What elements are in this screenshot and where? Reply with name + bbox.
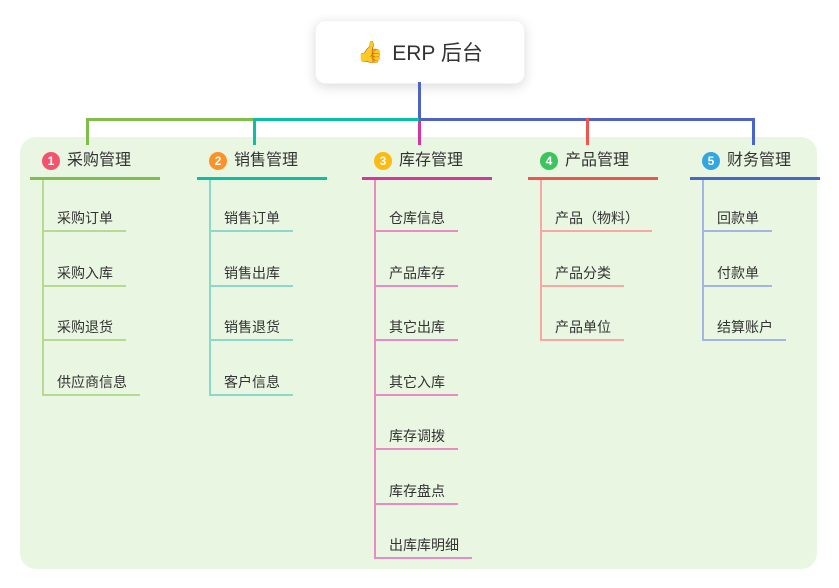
branch-header-finance[interactable]: 5 财务管理 — [690, 151, 820, 180]
node-settlement-account[interactable]: 结算账户 — [702, 317, 786, 341]
children-connector-line — [209, 180, 211, 396]
root-title: ERP 后台 — [392, 42, 483, 65]
node-other-inbound[interactable]: 其它入库 — [374, 372, 458, 396]
node-product-category[interactable]: 产品分类 — [540, 263, 624, 287]
node-product-stock[interactable]: 产品库存 — [374, 263, 458, 287]
drop-line-finance — [752, 118, 755, 145]
branch-header-inventory[interactable]: 3 库存管理 — [362, 151, 492, 180]
node-sales-return[interactable]: 销售退货 — [209, 317, 293, 341]
drop-line-purchase — [86, 118, 89, 145]
branch-label: 销售管理 — [234, 152, 299, 169]
branch-number-badge: 1 — [42, 152, 60, 170]
node-payment-bill[interactable]: 付款单 — [702, 263, 772, 287]
node-sales-outbound[interactable]: 销售出库 — [209, 263, 293, 287]
node-other-outbound[interactable]: 其它出库 — [374, 317, 458, 341]
node-purchase-order[interactable]: 采购订单 — [42, 208, 126, 232]
mindmap-background-panel — [20, 137, 817, 569]
node-purchase-return[interactable]: 采购退货 — [42, 317, 126, 341]
branch-label: 库存管理 — [399, 152, 464, 169]
thumbs-up-icon: 👍 — [357, 40, 384, 64]
branch-label: 采购管理 — [67, 152, 132, 169]
branch-number-badge: 3 — [374, 152, 392, 170]
drop-line-product — [586, 118, 589, 145]
root-connector-line — [418, 82, 421, 121]
branch-number-badge: 4 — [540, 152, 558, 170]
branch-label: 产品管理 — [565, 152, 630, 169]
root-node[interactable]: 👍 ERP 后台 — [315, 20, 525, 84]
drop-line-sales — [253, 118, 256, 145]
branch-label: 财务管理 — [727, 152, 792, 169]
branch-number-badge: 2 — [209, 152, 227, 170]
node-stock-count[interactable]: 库存盘点 — [374, 481, 458, 505]
children-connector-line — [42, 180, 44, 396]
drop-line-inventory — [418, 121, 421, 145]
node-product-unit[interactable]: 产品单位 — [540, 317, 624, 341]
node-product-material[interactable]: 产品（物料） — [540, 208, 652, 232]
node-sales-order[interactable]: 销售订单 — [209, 208, 293, 232]
branch-header-product[interactable]: 4 产品管理 — [528, 151, 658, 180]
children-connector-line — [540, 180, 542, 341]
branch-header-sales[interactable]: 2 销售管理 — [197, 151, 327, 180]
node-customer-info[interactable]: 客户信息 — [209, 372, 293, 396]
node-receipt-bill[interactable]: 回款单 — [702, 208, 772, 232]
branch-number-badge: 5 — [702, 152, 720, 170]
node-purchase-inbound[interactable]: 采购入库 — [42, 263, 126, 287]
bus-segment-purchase — [86, 118, 256, 121]
node-stock-transfer[interactable]: 库存调拨 — [374, 426, 458, 450]
bus-segment-sales — [256, 118, 419, 121]
children-connector-line — [374, 180, 376, 559]
node-warehouse-info[interactable]: 仓库信息 — [374, 208, 458, 232]
node-supplier-info[interactable]: 供应商信息 — [42, 372, 140, 396]
branch-header-purchase[interactable]: 1 采购管理 — [30, 151, 160, 180]
node-outbound-detail[interactable]: 出库库明细 — [374, 535, 472, 559]
children-connector-line — [702, 180, 704, 341]
